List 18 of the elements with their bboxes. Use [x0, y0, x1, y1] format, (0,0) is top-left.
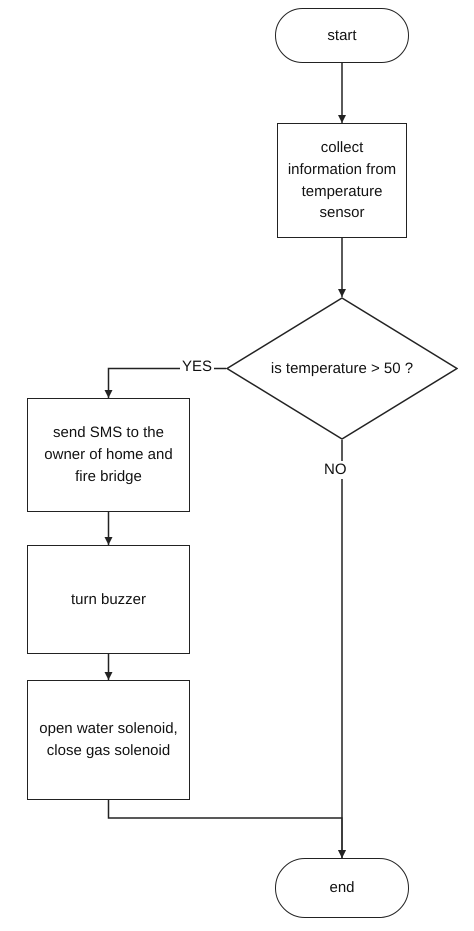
- step-text: open water solenoid, close gas solenoid: [38, 719, 179, 761]
- decision-diamond: [226, 297, 458, 440]
- process-box: [27, 680, 190, 800]
- arrow: [104, 654, 112, 680]
- arrow: [338, 238, 346, 297]
- arrow: [338, 63, 346, 123]
- process-box: [277, 123, 407, 238]
- edge-label: NO: [322, 461, 348, 479]
- arrow: [108, 800, 346, 858]
- process-box: [27, 545, 190, 654]
- step-text: start: [327, 26, 357, 46]
- process-box: [27, 398, 190, 512]
- step-text: end: [329, 878, 355, 898]
- step-text: turn buzzer: [70, 590, 146, 610]
- arrow: [104, 512, 112, 545]
- decision-text: is temperature > 50 ?: [270, 358, 414, 379]
- step-text: collect information from temperature sensor: [286, 138, 398, 224]
- step-text: send SMS to the owner of home and fire bridge: [43, 423, 174, 487]
